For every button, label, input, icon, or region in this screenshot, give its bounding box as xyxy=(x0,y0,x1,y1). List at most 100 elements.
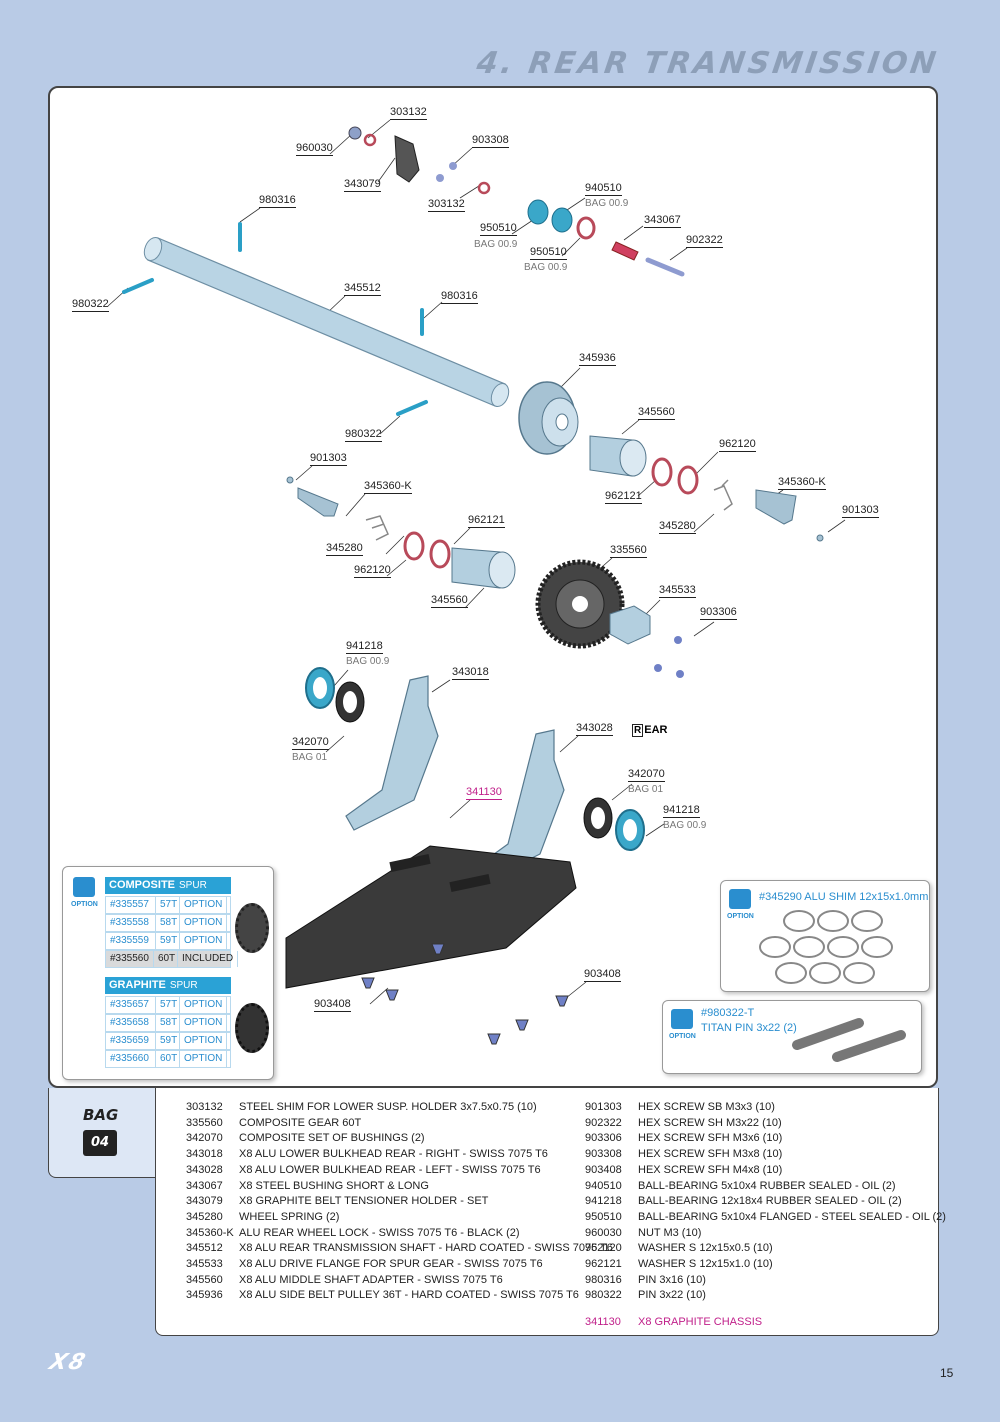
part-label: 980316 xyxy=(259,194,296,208)
part-label: 950510 xyxy=(480,222,517,236)
part-label: 962121 xyxy=(468,514,505,528)
part-label: 345360-K xyxy=(364,480,412,494)
parts-list xyxy=(155,1088,939,1336)
pin-image xyxy=(792,1018,906,1062)
part-label: 903308 xyxy=(472,134,509,148)
part-label: 343028 xyxy=(576,722,613,736)
shim-image xyxy=(759,910,893,984)
part-label: 903306 xyxy=(700,606,737,620)
part-label: 345360-K xyxy=(778,476,826,490)
shim-option: OPTION #345290 ALU SHIM 12x15x1.0mm xyxy=(720,880,930,992)
part-bag: BAG 01 xyxy=(628,784,664,795)
part-label: 962120 xyxy=(354,564,391,578)
part-label: 343067 xyxy=(644,214,681,228)
part-label: 901303 xyxy=(310,452,347,466)
part-label: 980322 xyxy=(72,298,109,312)
thumbs-up-icon xyxy=(729,889,751,909)
part-label-highlight: 341130 xyxy=(466,786,502,800)
pin-option: OPTION #980322-T TITAN PIN 3x22 (2) xyxy=(662,1000,922,1074)
part-label: 962120 xyxy=(719,438,756,452)
bag-marker: BAG 04 xyxy=(48,1088,156,1178)
page-title: 4. REAR TRANSMISSION xyxy=(474,46,941,81)
part-bag: BAG 00.9 xyxy=(663,820,707,831)
part-label: 345560 xyxy=(431,594,468,608)
graphite-gear-image xyxy=(235,1003,269,1053)
pins xyxy=(122,222,428,416)
thumbs-up-icon xyxy=(671,1009,693,1029)
part-label: 345560 xyxy=(638,406,675,420)
part-label: 342070 xyxy=(628,768,665,782)
belt-pulley xyxy=(518,381,579,455)
part-label: 345280 xyxy=(326,542,363,556)
part-label: 343018 xyxy=(452,666,489,680)
part-label: 960030 xyxy=(296,142,333,156)
part-label: 345512 xyxy=(344,282,381,296)
part-label: 345280 xyxy=(659,520,696,534)
part-label: 343079 xyxy=(344,178,381,192)
part-label: 345936 xyxy=(579,352,616,366)
part-label: 303132 xyxy=(390,106,427,120)
exploded-diagram: 303132 960030 903308 343079 303132 94051… xyxy=(48,86,938,1088)
thumbs-up-icon xyxy=(73,877,95,897)
x8-logo: X8 xyxy=(46,1350,90,1375)
part-label: 335560 xyxy=(610,544,647,558)
composite-gear-image xyxy=(235,903,269,953)
bag-label: BAG xyxy=(83,1106,119,1124)
part-label: 345533 xyxy=(659,584,696,598)
part-label: 941218 xyxy=(663,804,700,818)
part-bag: BAG 01 xyxy=(292,752,328,763)
spur-gear xyxy=(535,559,625,649)
parts-illustration xyxy=(107,119,846,1045)
part-label: 303132 xyxy=(428,198,465,212)
part-label: 980322 xyxy=(345,428,382,442)
part-label: 903408 xyxy=(314,998,351,1012)
transmission-shaft xyxy=(143,236,510,408)
part-label: 901303 xyxy=(842,504,879,518)
part-label: 962121 xyxy=(605,490,642,504)
part-label: 902322 xyxy=(686,234,723,248)
part-label: 941218 xyxy=(346,640,383,654)
option-tag: OPTION xyxy=(71,901,98,908)
page-number: 15 xyxy=(940,1366,954,1380)
part-label: 342070 xyxy=(292,736,329,750)
part-bag: BAG 00.9 xyxy=(474,239,518,250)
pin-option-code: #980322-T xyxy=(701,1007,755,1019)
option-tag: OPTION xyxy=(669,1033,696,1040)
